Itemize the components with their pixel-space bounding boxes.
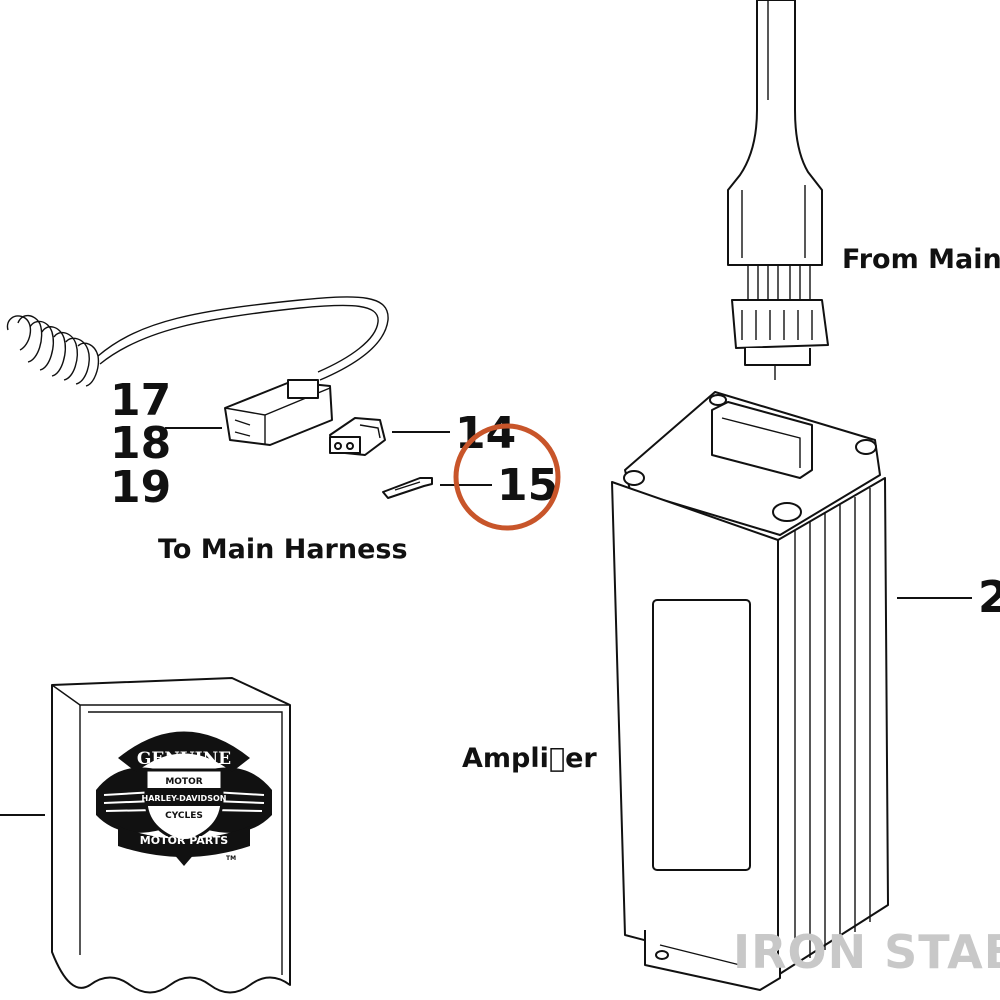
highlight-circle [453,423,561,531]
terminal-pin [382,477,433,499]
connector-housing [224,379,333,446]
callout-2: 2 [978,572,1000,623]
callout-19: 19 [110,462,171,513]
logo-motor: MOTOR [165,777,202,787]
logo-genuine: GENUINE [137,749,231,769]
caption-from-main-harness: From Main Ha [842,244,1000,275]
callout-17: 17 [110,375,171,426]
amplifier-body [611,391,889,991]
callout-18: 18 [110,418,171,469]
caption-amplifier: Ampli er [462,743,597,774]
caption-to-main-harness: To Main Harness [158,534,408,565]
watermark-text: IRON STABLE [733,925,1000,979]
genuine-motor-parts-logo: GENUINE MOTOR HARLEY-DAVIDSON CYCLES MOT… [96,731,272,866]
main-harness-cable [727,0,829,380]
coiled-wire [6,296,389,387]
leader-lines [0,427,972,816]
logo-cycles: CYCLES [165,811,203,821]
callout-15: 15 [497,460,558,511]
small-connector [329,417,386,456]
logo-motor-parts: MOTOR PARTS [140,834,228,847]
logo-tm: TM [226,855,236,862]
logo-brand: HARLEY-DAVIDSON [142,794,227,803]
